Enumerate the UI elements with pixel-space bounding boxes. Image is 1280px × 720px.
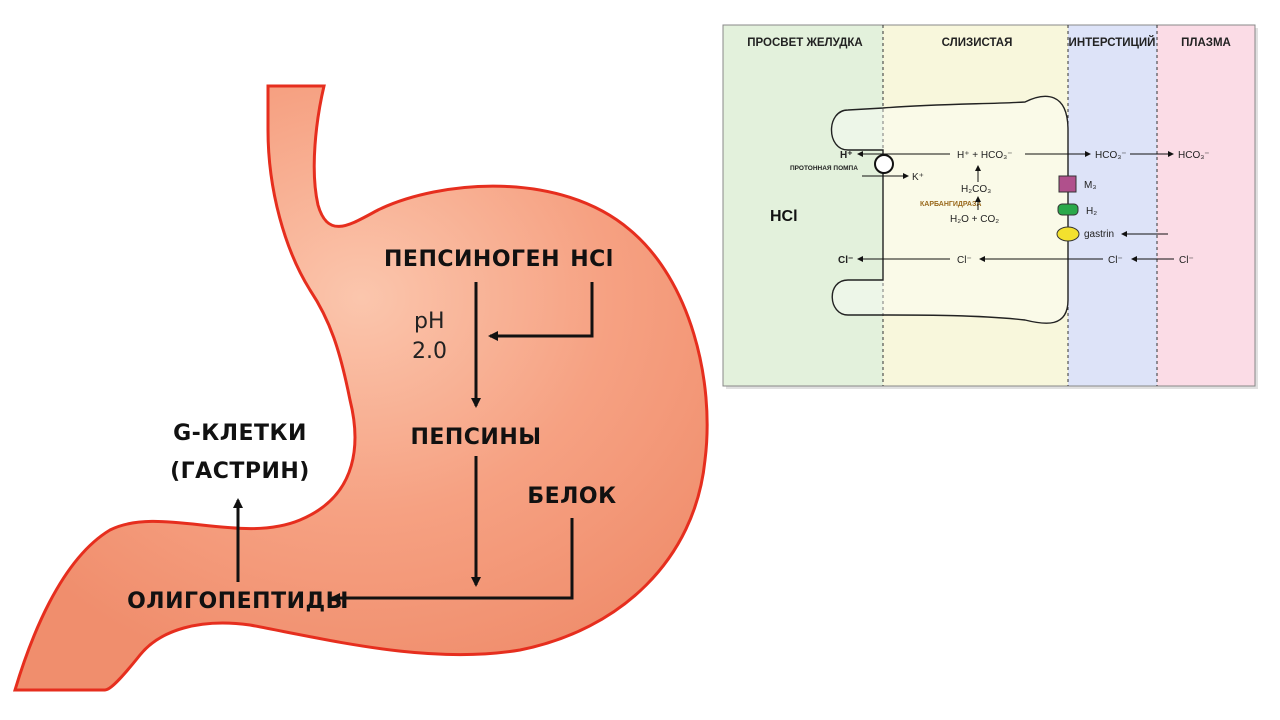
gastrin-label: (ГАСТРИН) (170, 459, 310, 484)
ph-value: 2.0 (412, 339, 447, 364)
gastrin-receptor-icon (1056, 226, 1080, 242)
header-plasma: ПЛАЗМА (1181, 37, 1231, 49)
header-interstitium: ИНТЕРСТИЦИЙ (1069, 36, 1156, 49)
panel-arrows (857, 151, 1174, 262)
h-hco3-label: H⁺ + HCO₃⁻ (957, 150, 1012, 161)
carbonic-anhydrase-label: КАРБАНГИДРАЗА (920, 201, 981, 208)
proton-pump-label: ПРОТОННАЯ ПОМПА (790, 165, 858, 172)
stomach-arrows (233, 282, 594, 603)
cl-interstitium: Cl⁻ (1108, 255, 1123, 266)
cl-plasma: Cl⁻ (1179, 255, 1194, 266)
pepsinogen-label: ПЕПСИНОГЕН (384, 247, 560, 272)
protein-label: БЕЛОК (527, 484, 616, 509)
header-mucosa: СЛИЗИСТАЯ (942, 37, 1013, 49)
header-lumen: ПРОСВЕТ ЖЕЛУДКА (747, 37, 862, 49)
stomach-illustration (12, 84, 709, 692)
proton-pump-icon (874, 154, 894, 174)
h2-receptor-icon (1057, 203, 1079, 216)
panel-border (722, 24, 1256, 387)
oligopeptides-label: ОЛИГОПЕПТИДЫ (127, 589, 349, 614)
m3-receptor-icon (1058, 175, 1077, 193)
stomach-shape (12, 84, 709, 692)
zone-interstitium (1068, 25, 1157, 386)
hco3-plasma: HCO₃⁻ (1178, 150, 1210, 161)
h2o-co2-label: H₂O + CO₂ (950, 214, 999, 225)
h2co3-label: H₂CO₃ (961, 184, 991, 195)
lumen-hcl-label: HCl (770, 208, 798, 225)
k-plus-label: K⁺ (912, 172, 924, 183)
zone-plasma (1157, 25, 1255, 386)
gastrin-receptor-label: gastrin (1084, 229, 1114, 240)
arrow-protein-to-oligopeptides (330, 518, 574, 603)
zone-mucosa (883, 25, 1068, 386)
physiology-panel: ПРОСВЕТ ЖЕЛУДКА СЛИЗИСТАЯ ИНТЕРСТИЦИЙ ПЛ… (722, 24, 1258, 389)
zone-lumen (723, 25, 883, 386)
pepsins-label: ПЕПСИНЫ (410, 425, 541, 450)
arrow-hcl-activation (488, 282, 594, 341)
parietal-cell-outline (830, 95, 1069, 324)
h-plus-lumen: H⁺ (840, 150, 853, 161)
h2-label: H₂ (1086, 206, 1097, 217)
cl-mucosa: Cl⁻ (957, 255, 972, 266)
ph-label: pH (414, 309, 445, 334)
m3-label: M₃ (1084, 180, 1096, 191)
g-cells-label: G-КЛЕТКИ (173, 421, 307, 446)
hcl-label: HCl (570, 247, 614, 272)
hco3-interstitium: HCO₃⁻ (1095, 150, 1127, 161)
cl-lumen: Cl⁻ (838, 255, 853, 266)
